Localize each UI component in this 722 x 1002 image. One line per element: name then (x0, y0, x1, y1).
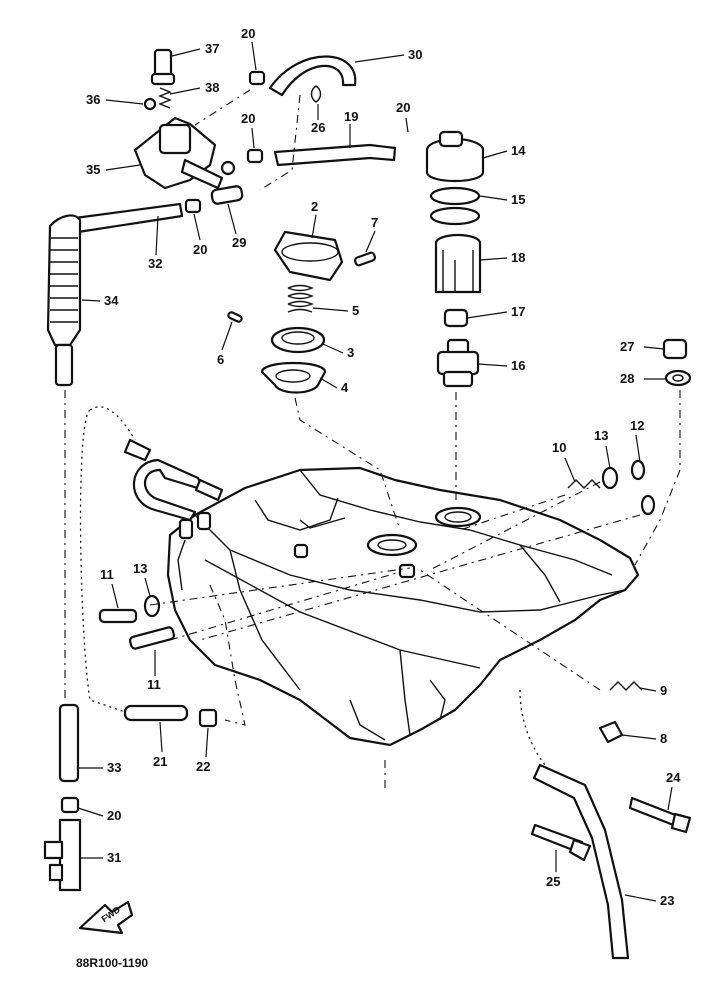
callout-leader-20 (251, 127, 255, 149)
callout-label-19: 19 (344, 109, 358, 124)
callout-leader-11 (111, 583, 119, 609)
callout-label-29: 29 (232, 235, 246, 250)
callout-leader-21 (159, 721, 163, 753)
callout-leader-20 (193, 213, 201, 241)
callout-label-13: 13 (594, 428, 608, 443)
callout-label-8: 8 (660, 731, 667, 746)
callout-label-20: 20 (193, 242, 207, 257)
callout-label-16: 16 (511, 358, 525, 373)
fuel-cock-assembly (46, 48, 397, 387)
callout-label-11: 11 (100, 567, 114, 582)
callout-label-31: 31 (107, 850, 121, 865)
callout-leader-15 (479, 195, 508, 201)
callout-label-20: 20 (241, 26, 255, 41)
callout-leader-5 (312, 307, 349, 312)
callout-label-22: 22 (196, 759, 210, 774)
callout-label-4: 4 (341, 380, 349, 395)
callout-label-28: 28 (620, 371, 634, 386)
callout-leader-13 (605, 445, 611, 469)
callout-label-9: 9 (660, 683, 667, 698)
callout-leader-24 (667, 786, 673, 811)
callout-leader-38 (169, 87, 201, 95)
callout-leader-12 (635, 434, 641, 463)
callout-leader-14 (482, 150, 508, 159)
callout-label-18: 18 (511, 250, 525, 265)
callout-label-15: 15 (511, 192, 525, 207)
drawing-code: 88R100-1190 (76, 956, 148, 970)
callout-label-23: 23 (660, 893, 674, 908)
callout-leader-37 (171, 48, 201, 57)
callout-label-20: 20 (241, 111, 255, 126)
callout-label-3: 3 (347, 345, 354, 360)
callout-label-30: 30 (408, 47, 422, 62)
callout-leader-18 (479, 257, 508, 261)
callout-leader-8 (621, 734, 657, 740)
callout-leader-36 (105, 99, 144, 105)
callout-label-26: 26 (311, 120, 325, 135)
callout-label-7: 7 (371, 215, 378, 230)
callout-leader-30 (354, 54, 405, 63)
callout-leader-29 (227, 203, 237, 235)
callout-label-25: 25 (546, 874, 560, 889)
callout-label-11: 11 (147, 677, 161, 692)
callout-label-33: 33 (107, 760, 121, 775)
callout-leader-20 (251, 41, 257, 71)
fuel-pump-parts (425, 130, 485, 505)
callout-label-2: 2 (311, 199, 318, 214)
callout-leader-20 (77, 807, 104, 817)
callout-label-27: 27 (620, 339, 634, 354)
callout-leader-34 (81, 299, 101, 302)
callout-label-17: 17 (511, 304, 525, 319)
left-small-parts (43, 390, 601, 892)
right-small-parts (199, 338, 692, 960)
callout-leader-17 (466, 311, 508, 319)
callout-leader-9 (639, 687, 657, 692)
callout-label-36: 36 (86, 92, 100, 107)
callout-leader-35 (105, 164, 141, 171)
callout-label-10: 10 (552, 440, 566, 455)
callout-leader-13 (144, 577, 151, 597)
callout-leader-32 (155, 215, 159, 256)
callout-leader-10 (564, 457, 576, 483)
callout-label-12: 12 (630, 418, 644, 433)
callout-leader-4 (319, 377, 338, 389)
callout-label-37: 37 (205, 41, 219, 56)
callout-leader-7 (365, 230, 376, 253)
front-direction-arrow: FWD (78, 900, 134, 935)
callout-label-13: 13 (133, 561, 147, 576)
callout-label-5: 5 (352, 303, 359, 318)
callout-label-20: 20 (107, 808, 121, 823)
callout-label-24: 24 (666, 770, 681, 785)
callout-leader-22 (205, 727, 209, 758)
callout-leader-23 (624, 894, 657, 902)
callout-leader-16 (477, 363, 508, 367)
fuel-tank (166, 466, 640, 747)
callout-label-35: 35 (86, 162, 100, 177)
filler-cap-parts (227, 230, 377, 394)
callout-leader-6 (221, 321, 233, 351)
callout-label-34: 34 (104, 293, 119, 308)
callout-label-6: 6 (217, 352, 224, 367)
callout-label-32: 32 (148, 256, 162, 271)
callout-leader-20 (405, 117, 409, 133)
callout-label-14: 14 (511, 143, 526, 158)
callout-leader-27 (643, 346, 665, 350)
callout-leader-3 (322, 343, 344, 354)
callout-leader-2 (311, 214, 317, 239)
callout-label-21: 21 (153, 754, 167, 769)
callout-label-20: 20 (396, 100, 410, 115)
callout-label-38: 38 (205, 80, 219, 95)
